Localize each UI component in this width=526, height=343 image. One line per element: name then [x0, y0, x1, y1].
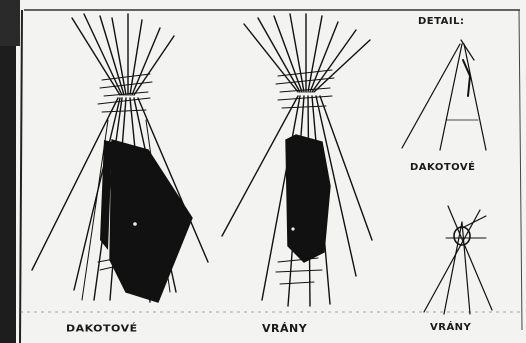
pole [132, 28, 160, 95]
detail-vrany [424, 206, 492, 314]
pole [312, 30, 356, 92]
left-frame-edge [0, 0, 16, 343]
pole [112, 18, 126, 95]
top-left-corner-shade [0, 0, 20, 46]
cover-hole [291, 227, 294, 230]
pole [464, 44, 486, 150]
vrany-caption: VRÁNY [262, 322, 307, 335]
pole [320, 96, 372, 240]
detail-vrany-caption: VRÁNY [430, 322, 471, 333]
detail-dakotove [402, 40, 486, 150]
left-border-line [20, 10, 22, 343]
detail-dakotove-caption: DAKOTOVÉ [410, 162, 475, 173]
dark-cover [286, 135, 330, 262]
dakotove-caption: DAKOTOVÉ [66, 323, 138, 335]
pole [444, 222, 462, 314]
pole-tip [462, 216, 486, 228]
pole [314, 40, 370, 92]
detail-label: DETAIL: [418, 16, 465, 27]
tipi-vrany [222, 14, 372, 306]
dark-cover [110, 140, 192, 302]
pole [134, 36, 174, 95]
tipi-dakotove [32, 14, 208, 302]
right-border-line [519, 10, 522, 330]
door-sticks [276, 258, 322, 284]
cover-hole [133, 222, 137, 226]
rope-wrap [276, 70, 334, 108]
pole-tip [461, 40, 474, 60]
